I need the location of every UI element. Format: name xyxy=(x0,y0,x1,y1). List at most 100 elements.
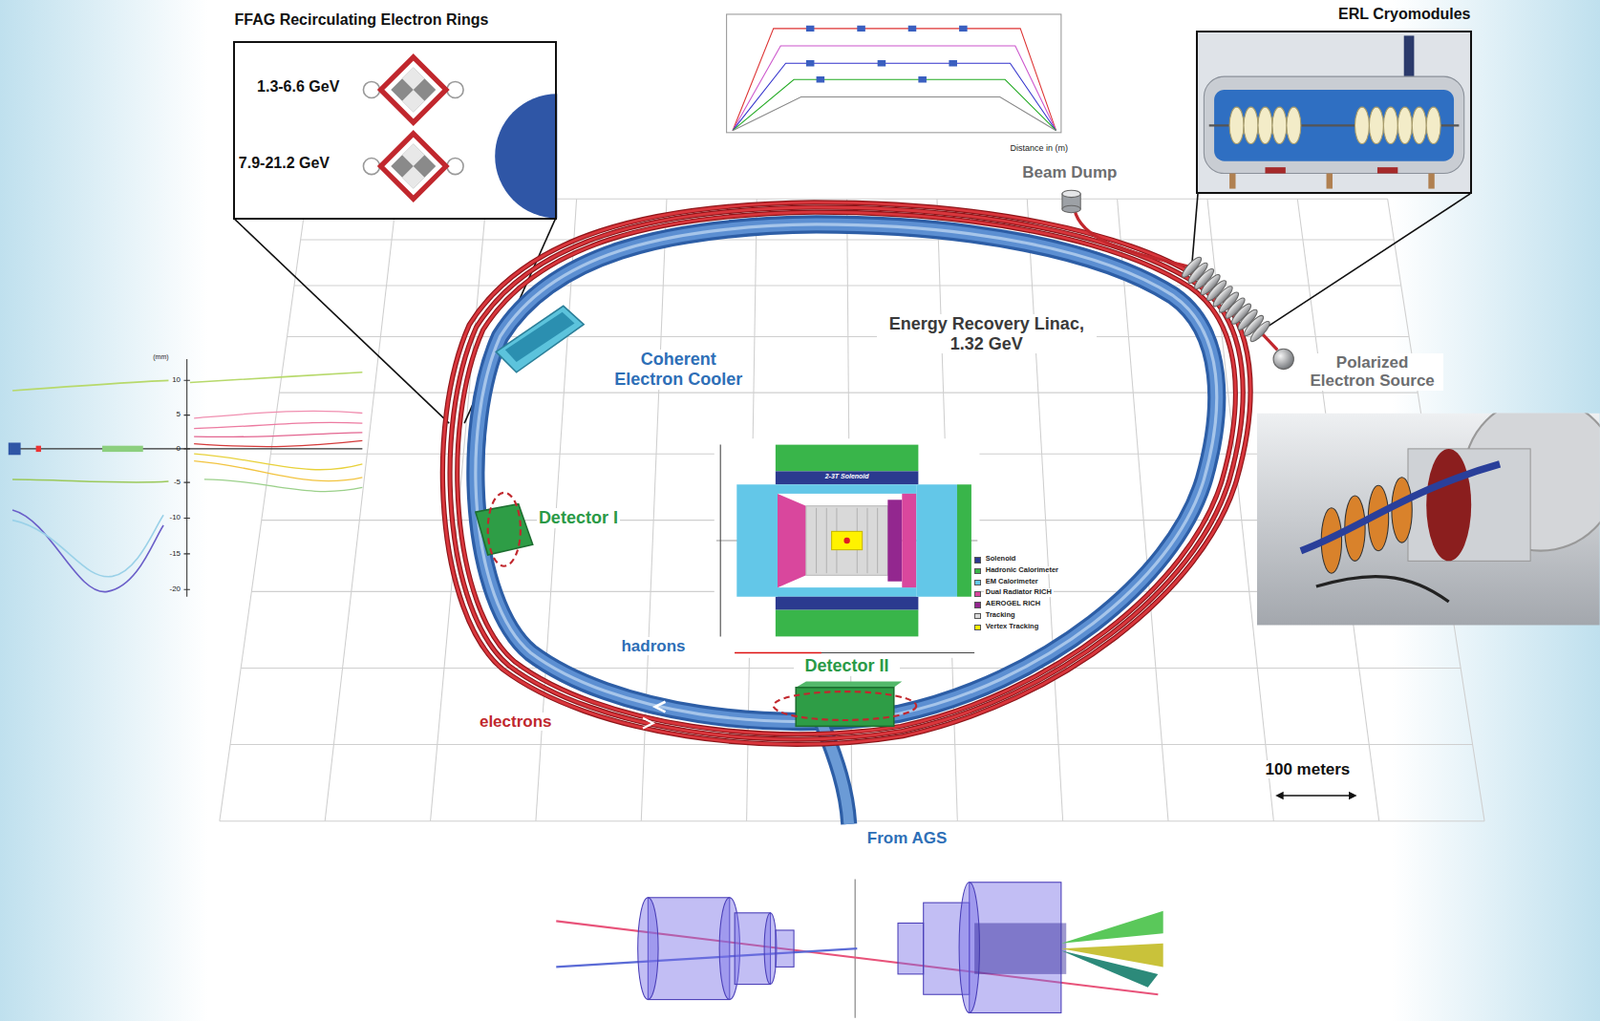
legend-swatch xyxy=(974,579,981,586)
electron-ring xyxy=(442,202,1251,745)
direction-arrow xyxy=(642,718,654,729)
tick-label: -15 xyxy=(149,549,181,558)
detector-box: Detector I xyxy=(471,502,535,556)
orbit-curve xyxy=(12,380,169,391)
support-block xyxy=(1264,167,1285,173)
cryostat xyxy=(1203,76,1464,173)
component-label: Beam Dump xyxy=(1020,163,1119,183)
source-sphere xyxy=(1273,348,1294,369)
cable xyxy=(1316,576,1450,603)
detector-block xyxy=(795,681,902,687)
plot-markers xyxy=(806,25,968,84)
leader-line xyxy=(234,219,449,425)
cooler-art xyxy=(495,305,584,372)
solenoid xyxy=(775,597,919,611)
orbit-curve xyxy=(193,440,363,447)
arrow-head xyxy=(1348,791,1358,801)
legend-label: Tracking xyxy=(983,611,1018,620)
electron-ring xyxy=(449,207,1243,740)
plot-frame xyxy=(726,14,1062,133)
cavity-cell xyxy=(1229,106,1244,144)
particle-cone xyxy=(1061,911,1164,944)
legend-swatch xyxy=(974,556,981,563)
solenoid xyxy=(775,470,919,485)
orbit-curve xyxy=(204,479,363,492)
cavity-cell xyxy=(1354,106,1369,144)
cooler-body xyxy=(495,305,584,372)
electron-rings xyxy=(442,202,1278,745)
orbit-curve xyxy=(190,372,363,384)
grid-line xyxy=(1387,198,1485,821)
magnet xyxy=(897,922,924,974)
legend-label: Hadronic Calorimeter xyxy=(983,566,1061,576)
coil xyxy=(1391,477,1412,543)
schematic-ground xyxy=(714,438,981,659)
plot-line xyxy=(732,63,1057,130)
hadronic-calorimeter xyxy=(775,445,919,472)
cavity-cell xyxy=(1272,106,1287,144)
tick-label: -5 xyxy=(149,477,181,487)
legend-label: AEROGEL RICH xyxy=(983,599,1043,609)
source-marker xyxy=(8,442,22,455)
magnet xyxy=(764,913,777,985)
dual-radiator-rich xyxy=(777,493,807,588)
orbit-curve xyxy=(12,510,164,593)
cavity-cell xyxy=(1286,106,1302,144)
em-calorimeter xyxy=(736,484,778,597)
leader-line xyxy=(1259,193,1471,332)
beam-dump-art xyxy=(1062,190,1081,213)
cavity-cells xyxy=(1229,106,1441,144)
legend-label: Solenoid xyxy=(983,554,1019,564)
linac-coil xyxy=(1179,255,1273,344)
orbit-curve xyxy=(193,410,363,419)
cavity-cell xyxy=(1426,106,1441,144)
direction-arrow xyxy=(655,702,666,713)
cooler-inner xyxy=(505,312,576,363)
component-label: Energy Recovery Linac, 1.32 GeV xyxy=(876,314,1097,354)
cooler-box: Coherent Electron Cooler xyxy=(494,300,587,383)
tick-label: -10 xyxy=(149,512,181,522)
cryomodule-coil xyxy=(1248,319,1273,344)
ffag-ring xyxy=(381,57,447,123)
component-label: Polarized Electron Source xyxy=(1301,353,1444,391)
legend-label: Vertex Tracking xyxy=(983,622,1041,632)
dimension-line xyxy=(734,652,822,655)
cavity-cell xyxy=(1243,106,1259,144)
electron-ring xyxy=(457,212,1237,735)
magnet xyxy=(647,897,729,1001)
inset-panel: FFAG Recirculating Electron Rings1.3-6.6… xyxy=(233,41,558,220)
dump-cylinder xyxy=(1062,190,1081,197)
support-leg xyxy=(1229,173,1236,190)
inset-ground xyxy=(1195,30,1472,194)
em-calorimeter xyxy=(916,484,958,597)
ffag-ring xyxy=(381,133,447,199)
cryomodule-art xyxy=(1195,30,1472,194)
beam-tube xyxy=(1301,464,1500,552)
tick-label: 5 xyxy=(149,409,181,419)
electron-ring xyxy=(449,207,1243,740)
plot-line xyxy=(732,79,1057,130)
magnet-lattice xyxy=(402,89,425,112)
seal-ring xyxy=(1426,448,1472,561)
dump-cylinder xyxy=(1062,205,1081,213)
vertex-tracker xyxy=(832,531,863,550)
grid-line xyxy=(324,198,397,821)
detector-box: Detector II xyxy=(793,683,896,730)
beam-label: From AGS xyxy=(865,829,949,849)
leader-line xyxy=(1192,193,1198,268)
magnet-lattice xyxy=(402,66,425,89)
orbit-curve xyxy=(12,479,169,483)
tracker-layers xyxy=(816,508,878,574)
hadronic-calorimeter xyxy=(957,484,972,597)
lattice-plot xyxy=(726,14,1062,133)
tick-label: 10 xyxy=(149,375,181,384)
orbit-curve xyxy=(193,432,363,438)
source-photo xyxy=(1257,413,1600,626)
orbit-curve xyxy=(193,461,363,482)
support-leg xyxy=(1326,173,1333,190)
dump-line xyxy=(1074,209,1193,268)
dimension-line xyxy=(734,652,975,654)
cavity-cell xyxy=(1383,106,1398,144)
particle-cone xyxy=(1061,950,1158,987)
